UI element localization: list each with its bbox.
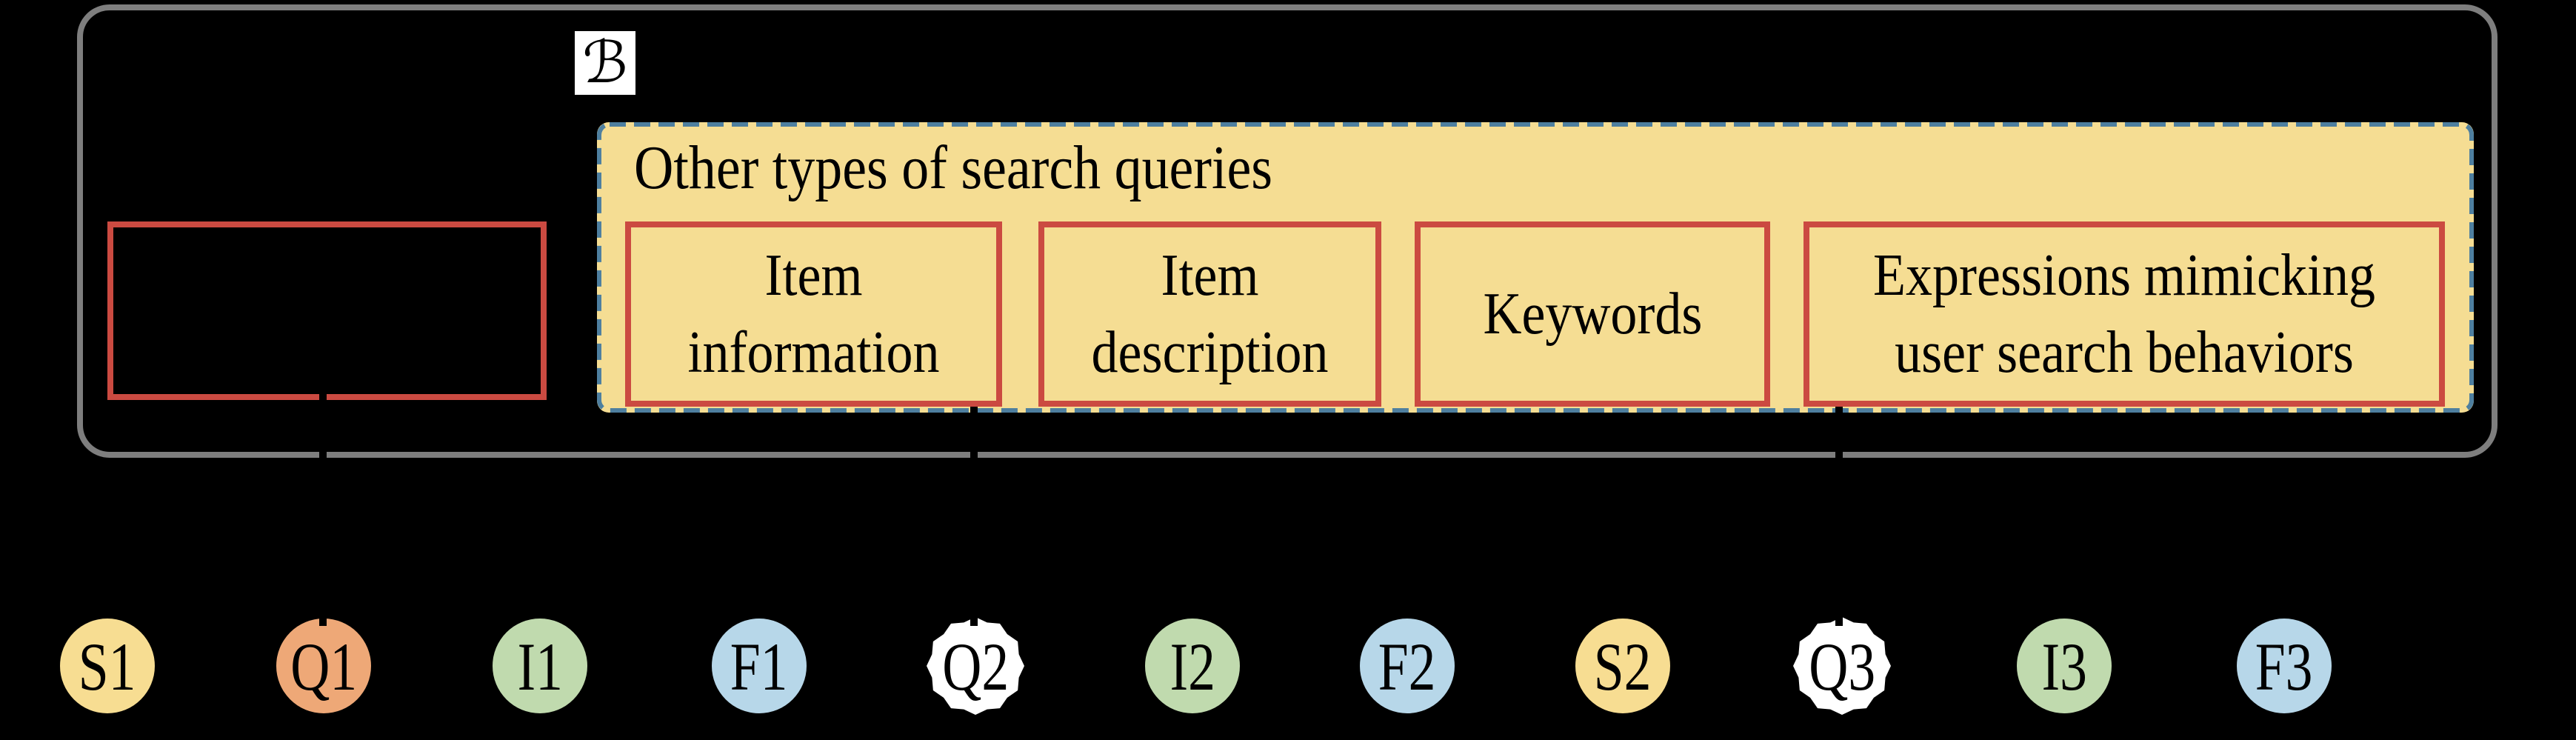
query-type-box-item-description: Item description — [1038, 221, 1381, 407]
query-type-label: Expressions mimicking user search behavi… — [1873, 243, 2375, 385]
node-label: I2 — [1169, 629, 1215, 704]
node-label: S1 — [79, 629, 136, 704]
node-circle-s2: S2 — [1575, 619, 1670, 713]
node-label: I3 — [2041, 629, 2087, 704]
connector-line-q2 — [970, 407, 978, 626]
node-circle-i3: I3 — [2017, 619, 2112, 713]
panel-title: Other types of search queries — [634, 133, 1273, 202]
query-type-label: Item information — [687, 243, 940, 385]
connector-line-q1 — [319, 348, 327, 626]
query-type-label: Item description — [1091, 243, 1329, 385]
node-circle-i2: I2 — [1145, 619, 1240, 713]
other-query-types-panel: Other types of search queries Item infor… — [597, 122, 2474, 413]
node-label: Q1 — [290, 629, 357, 704]
node-label: Q3 — [1809, 629, 1875, 704]
node-circle-s1: S1 — [60, 619, 155, 713]
batch-container-box — [77, 4, 2497, 458]
node-label: F2 — [1378, 629, 1436, 704]
node-label: Q2 — [942, 629, 1009, 704]
query-type-label: Keywords — [1483, 281, 1702, 347]
query-type-box-keywords: Keywords — [1415, 221, 1770, 407]
batch-symbol-badge: ℬ — [575, 30, 635, 96]
connector-line-q3 — [1835, 407, 1843, 626]
node-circle-q3: Q3 — [1793, 617, 1891, 715]
node-circle-i1: I1 — [493, 619, 587, 713]
node-label: S2 — [1594, 629, 1652, 704]
node-label: F3 — [2255, 629, 2313, 704]
query-type-box-item-information: Item information — [625, 221, 1002, 407]
node-circle-f1: F1 — [712, 619, 807, 713]
node-circle-q2: Q2 — [927, 617, 1024, 715]
node-label: F1 — [730, 629, 788, 704]
node-circle-f2: F2 — [1360, 619, 1455, 713]
batch-symbol: ℬ — [582, 30, 628, 96]
node-circle-q1: Q1 — [276, 619, 371, 713]
node-label: I1 — [517, 629, 563, 704]
node-circle-f3: F3 — [2237, 619, 2332, 713]
hidden-content-box — [107, 221, 547, 400]
query-type-box-expressions: Expressions mimicking user search behavi… — [1803, 221, 2445, 407]
